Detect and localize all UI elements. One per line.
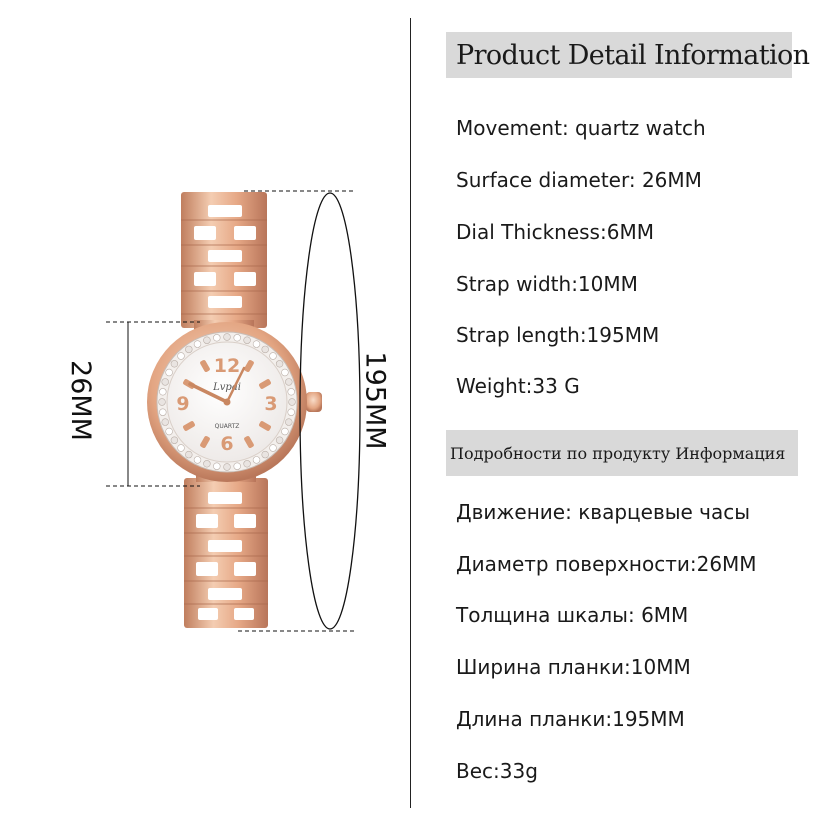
bezel-stone: [288, 398, 296, 406]
spec-weight: Weight:33 G: [456, 374, 580, 398]
spec-ru-surface-diameter: Диаметр поверхности:26MM: [456, 552, 757, 576]
bezel-stone: [281, 368, 289, 377]
bezel-stone: [177, 444, 185, 452]
bezel-stone: [243, 460, 251, 468]
bezel-stone: [287, 408, 295, 416]
strap-dimension-lines: [238, 190, 356, 632]
bezel-stone: [193, 456, 202, 464]
product-detail-header: Product Detail Information: [446, 32, 810, 78]
bezel-stone: [275, 436, 284, 444]
bezel-stone: [159, 388, 167, 396]
product-detail-header-ru: Подробности по продукту Информация: [446, 430, 798, 476]
spec-ru-dial-thickness: Толщина шкалы: 6MM: [456, 603, 689, 627]
bezel-stone: [269, 444, 277, 452]
bezel-stone: [170, 360, 179, 368]
spec-ru-movement: Движение: кварцевые часы: [456, 500, 751, 524]
bezel-stone: [193, 340, 202, 348]
numeral-9: 9: [176, 393, 189, 415]
bezel-stone: [269, 352, 277, 360]
spec-strap-width: Strap width:10MM: [456, 272, 638, 296]
bezel-stone: [203, 460, 211, 468]
brand-logo: Lvpai: [212, 382, 241, 393]
strap-dimension-label: 195MM: [359, 351, 391, 450]
watch-hands: [188, 366, 246, 406]
spec-ru-weight: Вес:33g: [456, 759, 538, 783]
spec-ru-strap-width: Ширина планки:10MM: [456, 655, 691, 679]
bezel-stone: [233, 462, 241, 470]
bezel-stone: [158, 398, 166, 406]
bezel-stone: [252, 456, 261, 464]
bezel-stone: [281, 427, 289, 436]
bezel-stone: [261, 450, 269, 459]
bracelet-bottom: [184, 478, 268, 628]
watch-illustration: 12 3 6 9 Lvpai QUARTZ: [106, 190, 361, 632]
bezel-stone: [165, 427, 173, 436]
bezel-stone: [170, 436, 179, 444]
strap-loop-outline: [299, 192, 361, 630]
bezel-stone: [285, 378, 293, 386]
bezel-stone-ring: [158, 333, 296, 471]
spec-dial-thickness: Dial Thickness:6MM: [456, 220, 654, 244]
bezel-stone: [223, 333, 231, 341]
numeral-12: 12: [214, 355, 240, 377]
vertical-divider: [410, 18, 411, 808]
spec-strap-length: Strap length:195MM: [456, 323, 660, 347]
spec-ru-strap-length: Длина планки:195MM: [456, 707, 685, 731]
spec-surface-diameter: Surface diameter: 26MM: [456, 168, 702, 192]
bezel-stone: [261, 345, 269, 354]
bezel-stone: [275, 360, 284, 368]
bezel-stone: [252, 340, 261, 348]
dial-dimension-label: 26MM: [64, 360, 96, 441]
bezel-stone: [161, 378, 169, 386]
bezel-stone: [223, 463, 231, 471]
bezel-stone: [203, 336, 211, 344]
bezel-stone: [285, 418, 293, 426]
bezel-stone: [233, 334, 241, 342]
bezel-stone: [165, 368, 173, 377]
numeral-3: 3: [264, 393, 277, 415]
spec-movement: Movement: quartz watch: [456, 116, 706, 140]
bezel-stone: [159, 408, 167, 416]
quartz-label: QUARTZ: [215, 423, 240, 430]
product-illustration: 12 3 6 9 Lvpai QUARTZ: [64, 190, 391, 632]
bezel-stone: [213, 334, 221, 342]
bracelet-top: [181, 192, 267, 328]
bezel-stone: [243, 336, 251, 344]
bezel-stone: [185, 450, 193, 459]
hour-markers: [183, 360, 271, 448]
bezel-stone: [287, 388, 295, 396]
bezel-stone: [185, 345, 193, 354]
bezel-stone: [213, 462, 221, 470]
crown: [306, 392, 322, 412]
bezel-stone: [161, 418, 169, 426]
bezel-stone: [177, 352, 185, 360]
dial-dimension-lines: [106, 321, 200, 487]
numeral-6: 6: [220, 433, 233, 455]
